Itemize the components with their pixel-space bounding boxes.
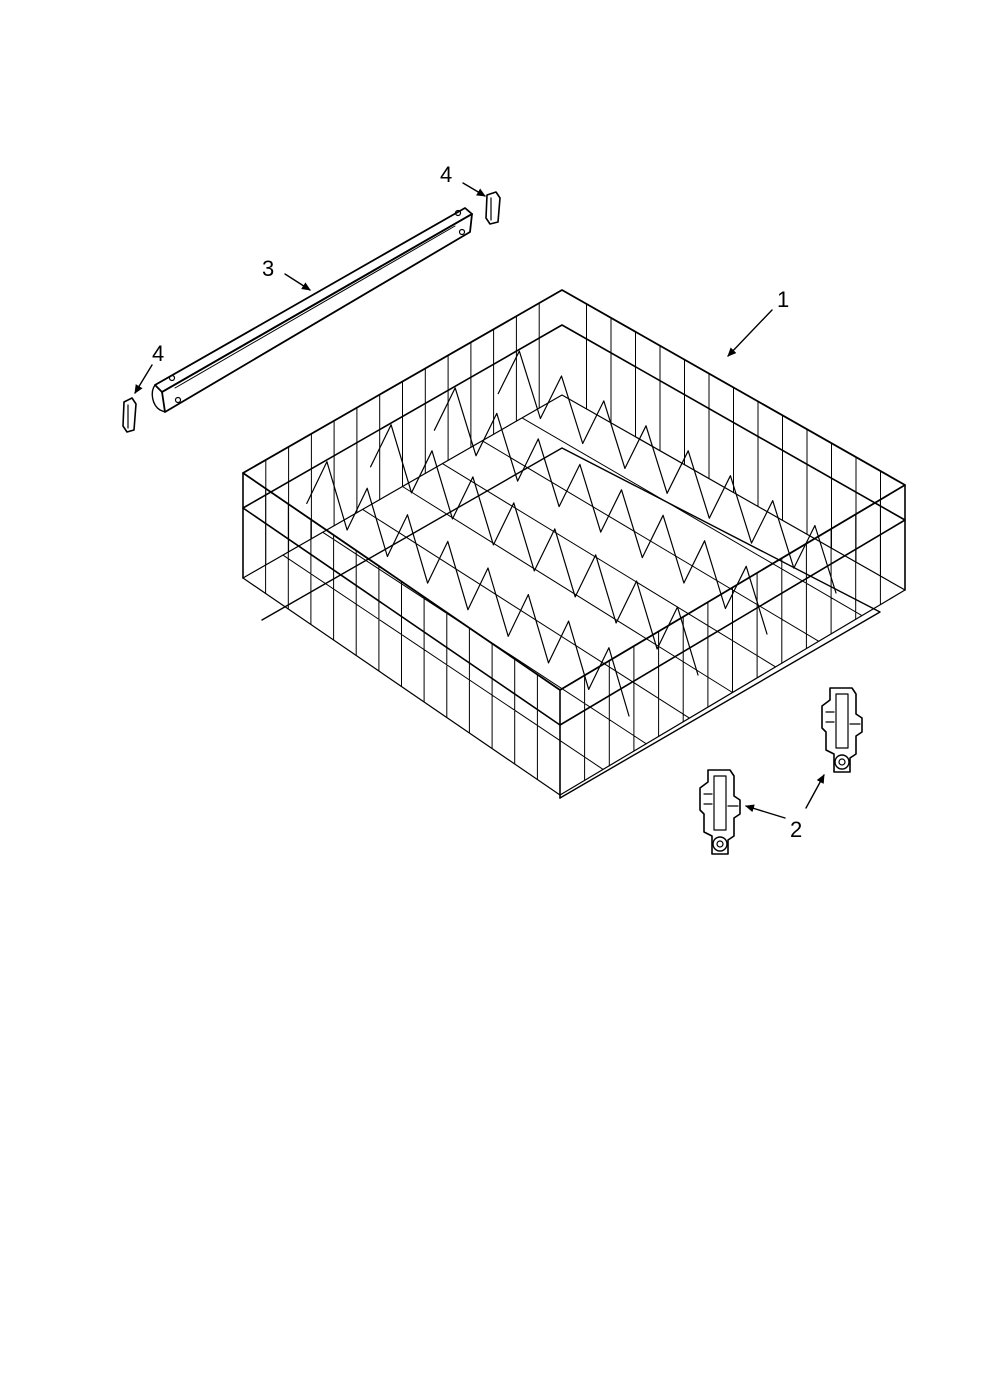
callout-adjuster: 2 bbox=[790, 817, 802, 842]
rack-adjuster-rear bbox=[821, 687, 863, 773]
dishwasher-upper-rack bbox=[242, 289, 906, 799]
callout-end-cap-top: 4 bbox=[440, 162, 452, 187]
callout-rail: 3 bbox=[262, 256, 274, 281]
callout-rack: 1 bbox=[777, 287, 789, 312]
rack-adjuster-front bbox=[699, 769, 741, 855]
rack-rail bbox=[151, 207, 473, 413]
end-cap-top bbox=[485, 191, 501, 225]
callout-end-cap-left: 4 bbox=[152, 341, 164, 366]
end-cap-left bbox=[122, 397, 137, 433]
leader-lines bbox=[134, 182, 825, 819]
